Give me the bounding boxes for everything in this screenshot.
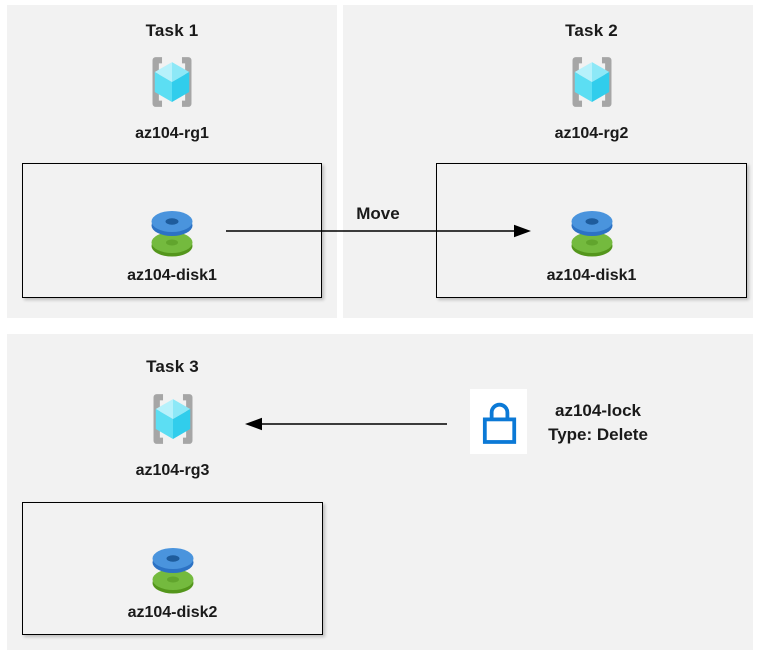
azure-disk-icon [152, 548, 193, 594]
move-label: Move [356, 204, 400, 223]
disk-icon [144, 540, 202, 598]
task3-panel: Task 3 az104-rg3 az104-disk2 [7, 334, 753, 650]
azure-resource-group-icon [143, 54, 201, 110]
azure-disk-icon [571, 211, 612, 257]
resource-group-icon [144, 391, 202, 447]
azure-resource-group-icon [144, 391, 202, 447]
lock-tile [470, 389, 527, 454]
resource-group-label: az104-rg1 [135, 125, 209, 142]
task1-panel: Task 1 az104-rg1 az104-disk1 [7, 5, 337, 318]
task2-title: Task 2 [565, 21, 618, 40]
task3-title: Task 3 [146, 357, 199, 376]
task2-disk-box: az104-disk1 [436, 163, 747, 298]
disk-label: az104-disk2 [127, 604, 218, 621]
resource-group-icon [563, 54, 621, 110]
resource-group-label: az104-rg3 [135, 462, 210, 479]
azure-resource-group-icon [563, 54, 621, 110]
disk-icon [143, 203, 201, 261]
lock-annotation: az104-lock Type: Delete [518, 399, 678, 447]
disk-label: az104-disk1 [546, 267, 637, 284]
task3-disk-box: az104-disk2 [22, 502, 323, 635]
azure-disk-icon [151, 211, 193, 257]
task1-disk-box: az104-disk1 [22, 163, 322, 298]
lock-name: az104-lock [555, 401, 641, 420]
resource-group-label: az104-rg2 [554, 125, 629, 142]
task1-title: Task 1 [145, 21, 199, 40]
lock-type: Type: Delete [548, 425, 648, 444]
task2-panel: Task 2 az104-rg2 az104-disk1 [343, 5, 753, 318]
disk-icon [563, 203, 621, 261]
lock-icon [482, 402, 516, 444]
disk-label: az104-disk1 [127, 267, 217, 284]
resource-group-icon [143, 54, 201, 110]
